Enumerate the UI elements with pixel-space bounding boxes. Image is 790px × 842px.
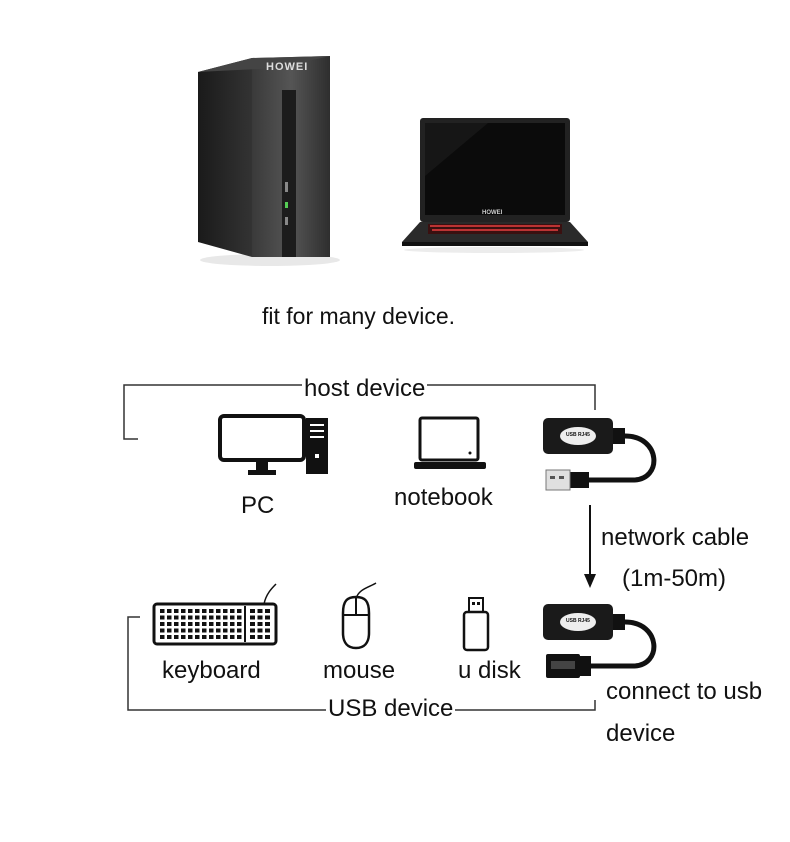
laptop-photo xyxy=(402,118,588,253)
pc-monitor-tower-icon xyxy=(218,414,328,475)
usb-group-title: USB device xyxy=(326,695,456,722)
adapter-badge-host: USB RJ45 xyxy=(566,432,590,438)
host-group-title: host device xyxy=(302,375,428,402)
connect-usb-device-label: device xyxy=(606,720,676,747)
laptop-brand-label: HOWEI xyxy=(482,210,503,216)
laptop-icon xyxy=(414,416,486,469)
notebook-label: notebook xyxy=(394,484,493,511)
mouse-icon xyxy=(341,582,377,650)
usb-rj45-adapter-female-icon xyxy=(543,604,657,678)
u-disk-label: u disk xyxy=(458,657,521,684)
keyboard-label: keyboard xyxy=(162,657,261,684)
keyboard-icon xyxy=(152,583,278,646)
usb-flash-drive-icon xyxy=(462,597,490,652)
pc-label: PC xyxy=(241,492,275,519)
adapter-badge-device: USB RJ45 xyxy=(566,618,590,624)
tower-brand-label: HOWEI xyxy=(266,61,309,73)
products-caption: fit for many device. xyxy=(262,303,456,329)
network-cable-length-label: (1m-50m) xyxy=(622,565,727,592)
connect-usb-label: connect to usb xyxy=(606,678,763,705)
tower-pc-photo xyxy=(198,56,340,266)
mouse-label: mouse xyxy=(323,657,396,684)
usb-rj45-adapter-male-icon xyxy=(543,418,657,491)
network-cable-label: network cable xyxy=(601,524,750,551)
